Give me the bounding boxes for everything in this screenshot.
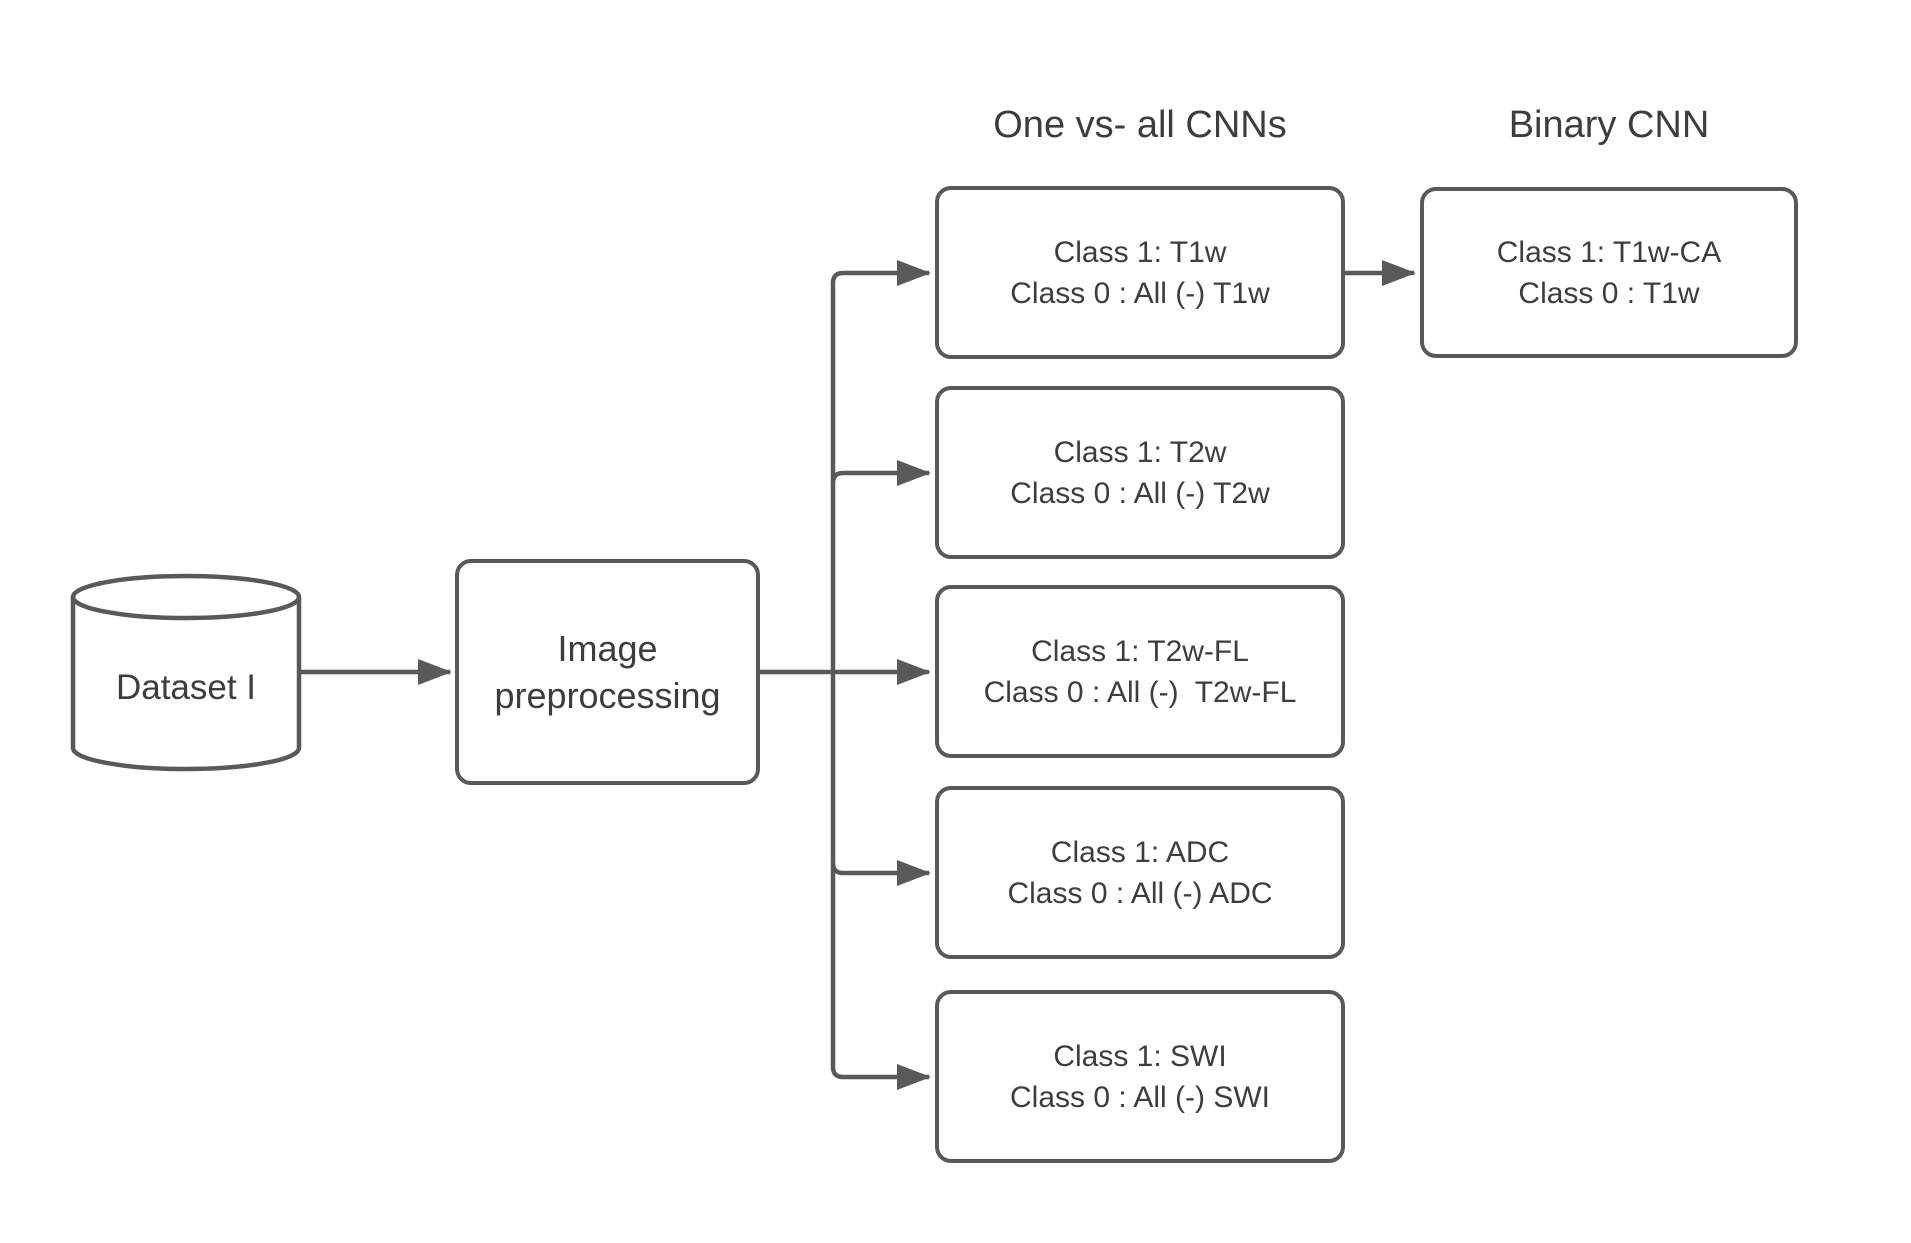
binary-cnn-line1: Class 1: T1w-CA bbox=[1496, 235, 1722, 269]
ova-adc-line1: Class 1: ADC bbox=[1050, 835, 1230, 869]
ova-t1w-line2: Class 0 : All (-) T1w bbox=[1010, 276, 1270, 310]
heading-binary-cnn: Binary CNN bbox=[1508, 104, 1710, 146]
preprocessing-line1: Image bbox=[557, 628, 658, 669]
ova-t2w-fl-line2: Class 0 : All (-) T2w-FL bbox=[983, 675, 1297, 709]
ova-adc-line2: Class 0 : All (-) ADC bbox=[1007, 876, 1273, 910]
dataset-label: Dataset I bbox=[115, 668, 257, 707]
binary-cnn-line2: Class 0 : T1w bbox=[1518, 276, 1700, 310]
node-binary-cnn: Class 1: T1w-CA Class 0 : T1w bbox=[1420, 187, 1798, 358]
arrow-branch-box4 bbox=[830, 860, 931, 886]
dataset-cylinder bbox=[70, 573, 302, 772]
ova-t2w-line1: Class 1: T2w bbox=[1053, 435, 1227, 469]
node-ova-swi: Class 1: SWI Class 0 : All (-) SWI bbox=[935, 990, 1345, 1163]
ova-swi-line1: Class 1: SWI bbox=[1053, 1039, 1227, 1073]
node-ova-t1w: Class 1: T1w Class 0 : All (-) T1w bbox=[935, 186, 1345, 359]
arrow-branch-box2 bbox=[830, 460, 931, 486]
node-ova-adc: Class 1: ADC Class 0 : All (-) ADC bbox=[935, 786, 1345, 959]
ova-swi-line2: Class 0 : All (-) SWI bbox=[1009, 1080, 1271, 1114]
heading-one-vs-all-cnns: One vs- all CNNs bbox=[993, 104, 1287, 146]
node-image-preprocessing: Image preprocessing bbox=[455, 559, 760, 785]
preprocessing-line2: preprocessing bbox=[494, 675, 721, 716]
ova-t1w-line1: Class 1: T1w bbox=[1053, 235, 1227, 269]
node-ova-t2w: Class 1: T2w Class 0 : All (-) T2w bbox=[935, 386, 1345, 559]
node-ova-t2w-fl: Class 1: T2w-FL Class 0 : All (-) T2w-FL bbox=[935, 585, 1345, 758]
ova-t2w-line2: Class 0 : All (-) T2w bbox=[1010, 476, 1270, 510]
ova-t2w-fl-line1: Class 1: T2w-FL bbox=[1031, 634, 1249, 668]
trunk-line bbox=[830, 270, 844, 1080]
